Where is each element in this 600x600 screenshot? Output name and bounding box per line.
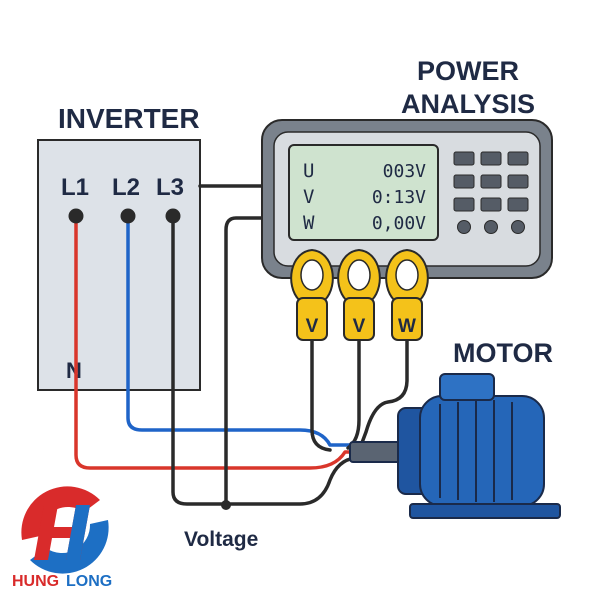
current-clamps: V V W <box>290 248 429 341</box>
lcd-phase-w: W <box>303 212 315 234</box>
terminal-label-l1: L1 <box>61 174 89 201</box>
wire-clamp-u <box>310 336 332 452</box>
key-button[interactable] <box>453 151 475 166</box>
inverter-title: INVERTER <box>58 103 200 134</box>
voltage-junction <box>221 500 231 510</box>
terminal-label-l2: L2 <box>112 174 140 201</box>
terminal-l2 <box>120 208 136 224</box>
lcd-display <box>288 144 439 241</box>
clamp-w-label: W <box>398 316 416 337</box>
brand-logo: HUNG LONG <box>12 486 112 590</box>
terminal-l3 <box>165 208 181 224</box>
wire-red-l1 <box>74 214 357 470</box>
clamp-v-handle <box>343 297 375 341</box>
lcd-reading-u: 003V <box>383 161 427 182</box>
terminal-label-l3: L3 <box>156 174 184 201</box>
wire-black-l3 <box>171 214 357 506</box>
terminal-l1 <box>68 208 84 224</box>
voltage-label: Voltage <box>184 528 258 551</box>
clamp-u-label: V <box>306 316 319 337</box>
key-button[interactable] <box>507 151 529 166</box>
logo-blue-arc <box>30 520 109 574</box>
analyzer-title-line2: ANALYSIS <box>401 89 535 119</box>
lcd-reading-w: 0,00V <box>372 213 426 234</box>
motor-base <box>409 503 561 519</box>
lcd-reading-v: 0:13V <box>372 187 426 208</box>
clamp-u-opening <box>300 259 324 291</box>
key-round-button[interactable] <box>511 220 525 234</box>
wire-voltage-lead <box>224 216 270 507</box>
analyzer-title-line1: POWER <box>417 56 519 86</box>
lcd-phase-v: V <box>303 186 314 208</box>
logo-text-hung: HUNG <box>12 573 59 590</box>
key-button[interactable] <box>507 174 529 189</box>
clamp-u-handle <box>296 297 328 341</box>
key-button[interactable] <box>480 151 502 166</box>
key-button[interactable] <box>480 197 502 212</box>
wire-clamp-w <box>358 336 409 450</box>
motor-body <box>419 395 545 507</box>
clamp-w-handle <box>391 297 423 341</box>
motor-shaft <box>349 441 403 463</box>
motor-title: MOTOR <box>453 338 553 368</box>
clamp-v-opening <box>347 259 371 291</box>
key-round-button[interactable] <box>457 220 471 234</box>
logo-text-long: LONG <box>66 573 112 590</box>
wire-blue-l2 <box>126 214 357 447</box>
key-button[interactable] <box>480 174 502 189</box>
neutral-label: N <box>66 358 82 383</box>
key-round-button[interactable] <box>484 220 498 234</box>
key-button[interactable] <box>453 174 475 189</box>
logo-h-mark-right <box>66 505 90 560</box>
motor <box>349 373 561 519</box>
keypad <box>453 151 529 234</box>
lcd-phase-u: U <box>303 160 314 182</box>
wire-clamp-v <box>346 336 361 450</box>
clamp-v-label: V <box>353 316 366 337</box>
key-button[interactable] <box>507 197 529 212</box>
key-button[interactable] <box>453 197 475 212</box>
motor-terminal-box <box>439 373 495 401</box>
clamp-w-opening <box>395 259 419 291</box>
